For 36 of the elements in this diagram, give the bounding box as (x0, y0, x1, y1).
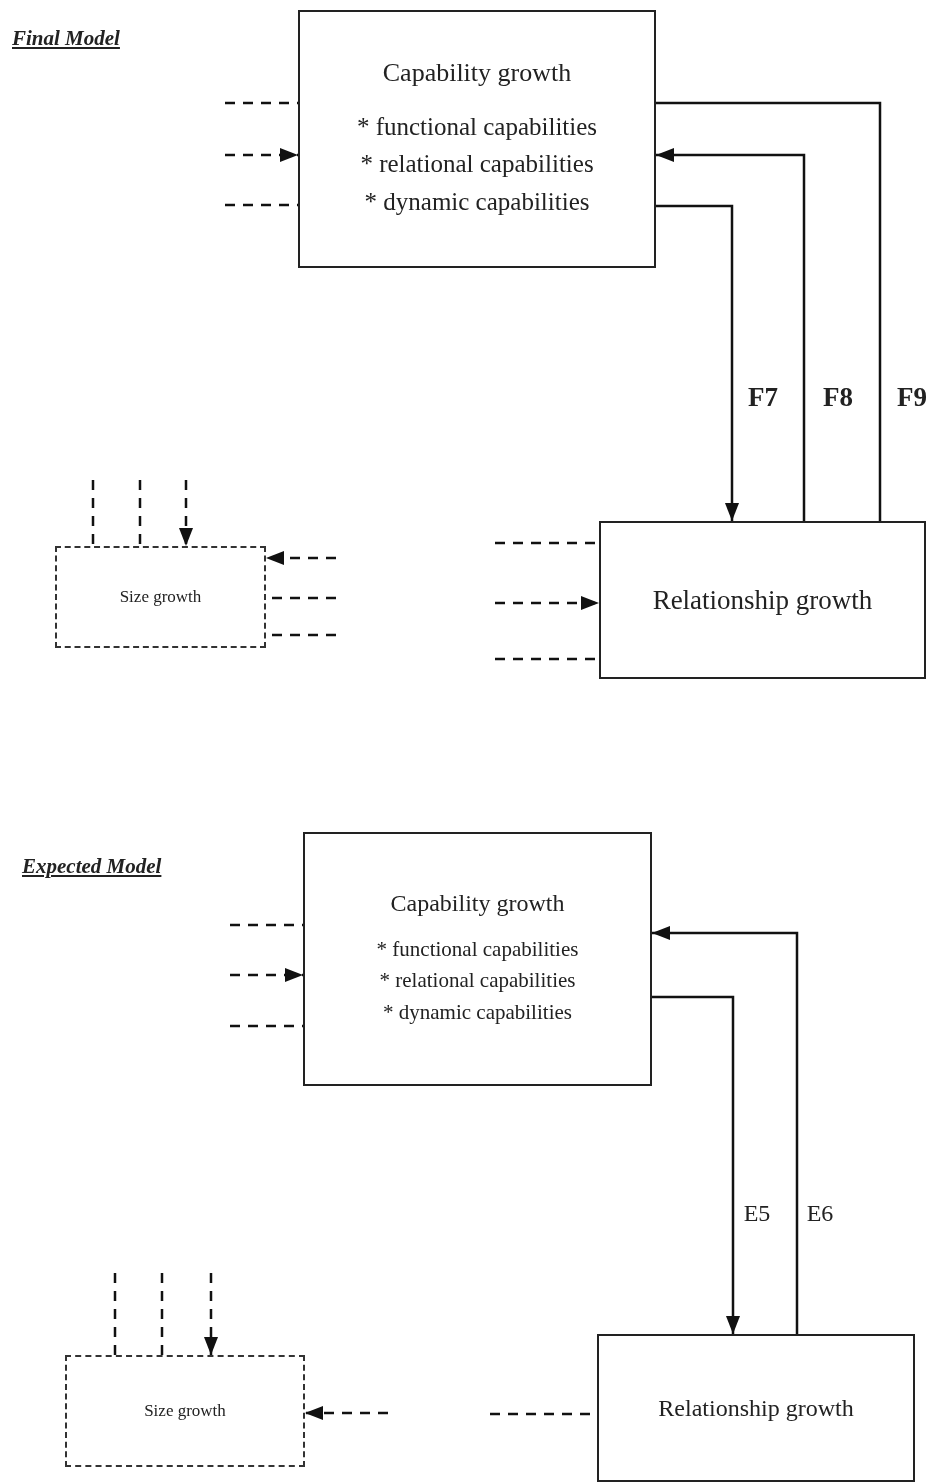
process-box (597, 1334, 915, 1482)
box-title: Size growth (144, 1401, 226, 1421)
arrow (652, 995, 740, 1334)
arrow (179, 480, 193, 546)
connector-line (230, 1024, 303, 1028)
box-text: * functional capabilities * relational capabilities * dynamic capabilities (355, 111, 599, 217)
box-title: Relationship growth (652, 584, 873, 616)
connector-line (225, 203, 298, 207)
box-title: Size growth (119, 587, 202, 607)
model-heading: Expected Model (22, 854, 162, 879)
connector-line (160, 1273, 164, 1355)
arrow (305, 1406, 388, 1420)
arrow (204, 1273, 218, 1355)
box-title: Relationship growth (658, 1394, 854, 1422)
connector-line (656, 101, 882, 521)
connector-line (230, 923, 303, 927)
connector-line (113, 1273, 117, 1355)
box-text: * functional capabilities * relational capabilities * dynamic capabilities (375, 935, 580, 1026)
arrow (495, 596, 599, 610)
model-heading: Final Model (12, 26, 120, 51)
box-title: Capability growth (390, 889, 565, 917)
dashed-box (65, 1355, 305, 1467)
arrow (266, 551, 336, 565)
process-box (298, 10, 656, 268)
dashed-box (55, 546, 266, 648)
arrow (656, 204, 739, 521)
box-title: Capability growth (382, 57, 572, 88)
connector-line (225, 101, 298, 105)
process-box (303, 832, 652, 1086)
arrow (230, 968, 303, 982)
arrow (652, 926, 799, 1334)
connector-line (138, 480, 142, 546)
arrow (656, 148, 806, 521)
process-box (599, 521, 926, 679)
arrow (225, 148, 298, 162)
connector-line (91, 480, 95, 546)
